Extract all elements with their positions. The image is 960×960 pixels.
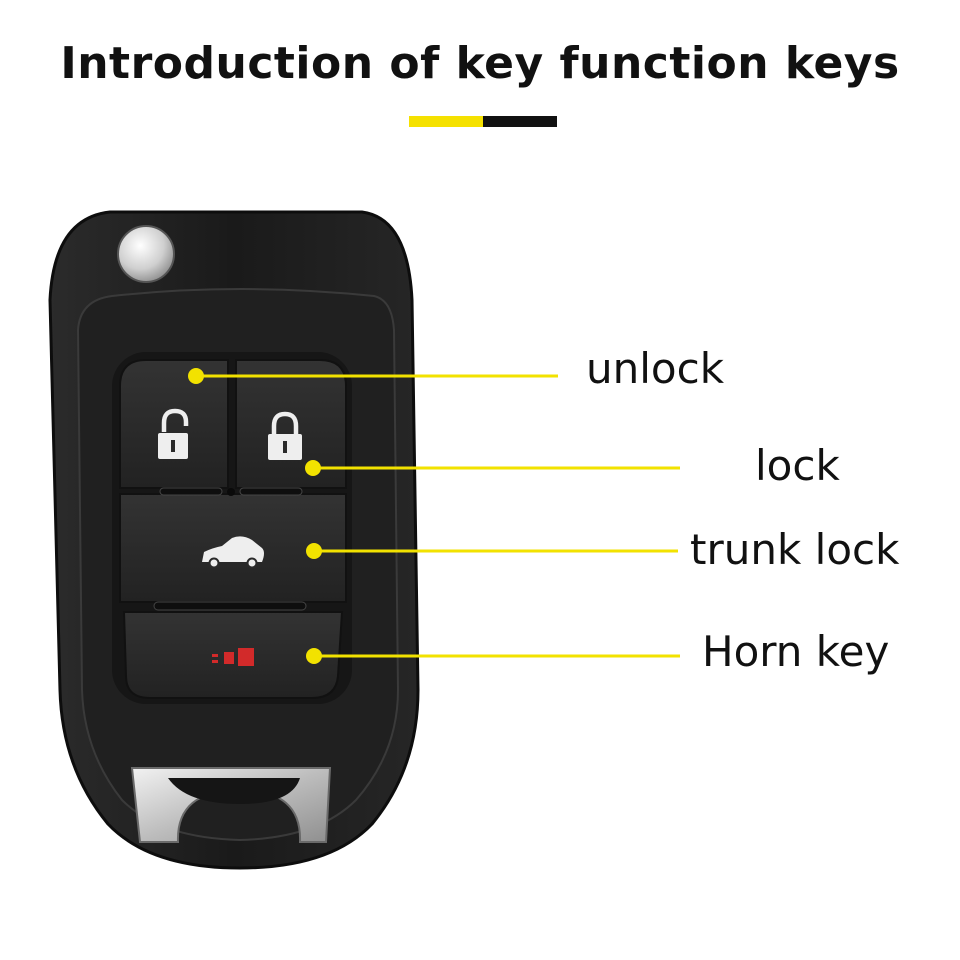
unlock-padlock-icon <box>158 408 189 459</box>
title-underline-yellow <box>409 116 483 127</box>
lock-padlock-icon <box>268 411 302 460</box>
lock-button <box>235 359 347 489</box>
callout-label-unlock: unlock <box>586 344 725 393</box>
horn-panic-icon <box>212 648 254 666</box>
callout-label-horn-key: Horn key <box>702 627 890 676</box>
leader-dot-unlock <box>188 368 204 384</box>
release-pin <box>117 225 175 283</box>
leader-dot-trunk <box>306 543 322 559</box>
ridge-lower <box>153 601 307 611</box>
unlock-button <box>119 359 229 489</box>
leader-dot-lock <box>305 460 321 476</box>
callout-label-lock: lock <box>755 441 840 490</box>
key-blade-slot <box>168 778 300 804</box>
page-title: Introduction of key function keys <box>60 38 900 89</box>
ridge-dot <box>227 488 235 496</box>
ridge-upper-left <box>159 487 223 496</box>
ridge-upper-right <box>239 487 303 496</box>
leader-dot-horn <box>306 648 322 664</box>
title-underline-black <box>483 116 557 127</box>
callout-label-trunk-lock: trunk lock <box>690 525 900 574</box>
car-trunk-icon <box>202 536 264 569</box>
